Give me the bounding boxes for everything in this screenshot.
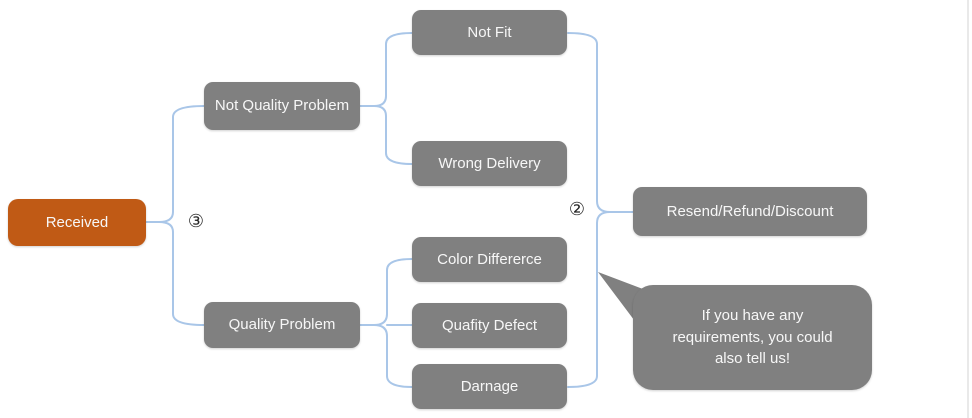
node-received: Received (8, 199, 146, 246)
node-quality-defect-label: Quafity Defect (441, 316, 538, 334)
node-not-fit: Not Fit (412, 10, 567, 55)
node-quality-problem: Quality Problem (204, 302, 360, 348)
brace-quality-split (373, 258, 413, 388)
step-number-2: ② (568, 198, 586, 219)
callout-text: If you have any requirements, you could … (672, 306, 833, 368)
node-color-difference: Color Differerce (412, 237, 567, 282)
node-resolution: Resend/Refund/Discount (633, 187, 867, 236)
node-not-quality-problem: Not Quality Problem (204, 82, 360, 130)
node-damage: Darnage (412, 364, 567, 409)
node-color-difference-label: Color Differerce (437, 250, 542, 268)
node-quality-defect: Quafity Defect (412, 303, 567, 348)
node-wrong-delivery: Wrong Delivery (412, 141, 567, 186)
node-not-fit-label: Not Fit (467, 23, 512, 41)
node-received-label: Received (45, 213, 109, 231)
node-damage-label: Darnage (460, 377, 519, 395)
node-quality-problem-label: Quality Problem (228, 316, 336, 334)
node-resolution-label: Resend/Refund/Discount (666, 202, 834, 220)
node-wrong-delivery-label: Wrong Delivery (438, 154, 541, 172)
page-edge-divider (967, 0, 969, 418)
brace-received-split (158, 105, 205, 326)
callout-bubble: If you have any requirements, you could … (633, 285, 872, 390)
node-not-quality-problem-label: Not Quality Problem (214, 97, 350, 115)
brace-not-quality-split (373, 32, 413, 165)
step-number-3: ③ (187, 210, 205, 231)
